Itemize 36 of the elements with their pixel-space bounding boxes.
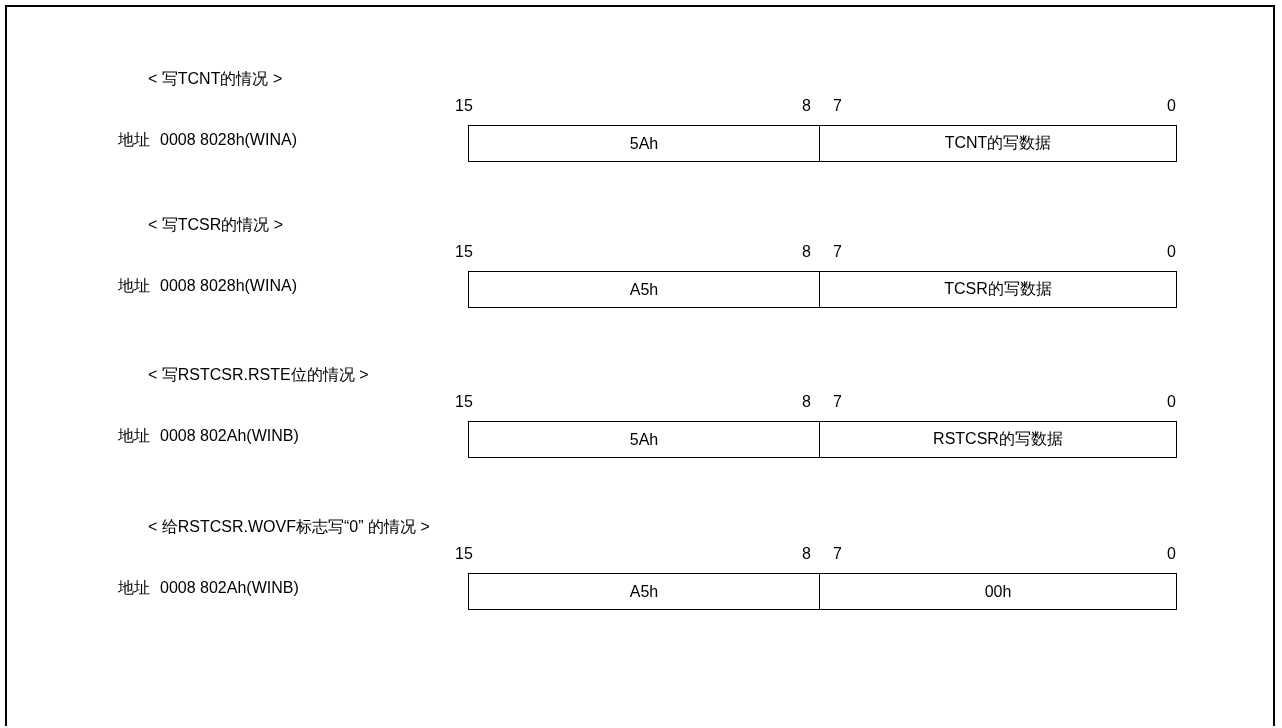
address-label: 地址 bbox=[118, 427, 150, 445]
bit-number: 0 bbox=[1167, 97, 1176, 115]
bit-number: 15 bbox=[455, 97, 473, 115]
bit-number: 8 bbox=[802, 545, 811, 563]
register-heading: < 写RSTCSR.RSTE位的情况 > bbox=[148, 366, 369, 384]
register-field: TCSR的写数据 bbox=[819, 271, 1177, 308]
address-label: 地址 bbox=[118, 131, 150, 149]
bit-number: 15 bbox=[455, 545, 473, 563]
bit-number: 8 bbox=[802, 393, 811, 411]
bit-number: 7 bbox=[833, 97, 842, 115]
bit-number: 15 bbox=[455, 243, 473, 261]
address-value: 0008 802Ah(WINB) bbox=[160, 579, 299, 597]
address-value: 0008 8028h(WINA) bbox=[160, 277, 297, 295]
register-heading: < 写TCNT的情况 > bbox=[148, 70, 283, 88]
register-field: A5h bbox=[468, 271, 820, 308]
address-value: 0008 802Ah(WINB) bbox=[160, 427, 299, 445]
register-field: A5h bbox=[468, 573, 820, 610]
register-field: 5Ah bbox=[468, 125, 820, 162]
bit-number: 0 bbox=[1167, 393, 1176, 411]
address-value: 0008 8028h(WINA) bbox=[160, 131, 297, 149]
register-field: 00h bbox=[819, 573, 1177, 610]
register-field: TCNT的写数据 bbox=[819, 125, 1177, 162]
bit-number: 8 bbox=[802, 243, 811, 261]
register-heading: < 写TCSR的情况 > bbox=[148, 216, 284, 234]
register-field: RSTCSR的写数据 bbox=[819, 421, 1177, 458]
register-heading: < 给RSTCSR.WOVF标志写“0” 的情况 > bbox=[148, 518, 430, 536]
bit-number: 0 bbox=[1167, 243, 1176, 261]
bit-number: 7 bbox=[833, 393, 842, 411]
bit-number: 7 bbox=[833, 243, 842, 261]
register-field: 5Ah bbox=[468, 421, 820, 458]
bit-number: 7 bbox=[833, 545, 842, 563]
address-label: 地址 bbox=[118, 579, 150, 597]
bit-number: 0 bbox=[1167, 545, 1176, 563]
bit-number: 8 bbox=[802, 97, 811, 115]
address-label: 地址 bbox=[118, 277, 150, 295]
bit-number: 15 bbox=[455, 393, 473, 411]
